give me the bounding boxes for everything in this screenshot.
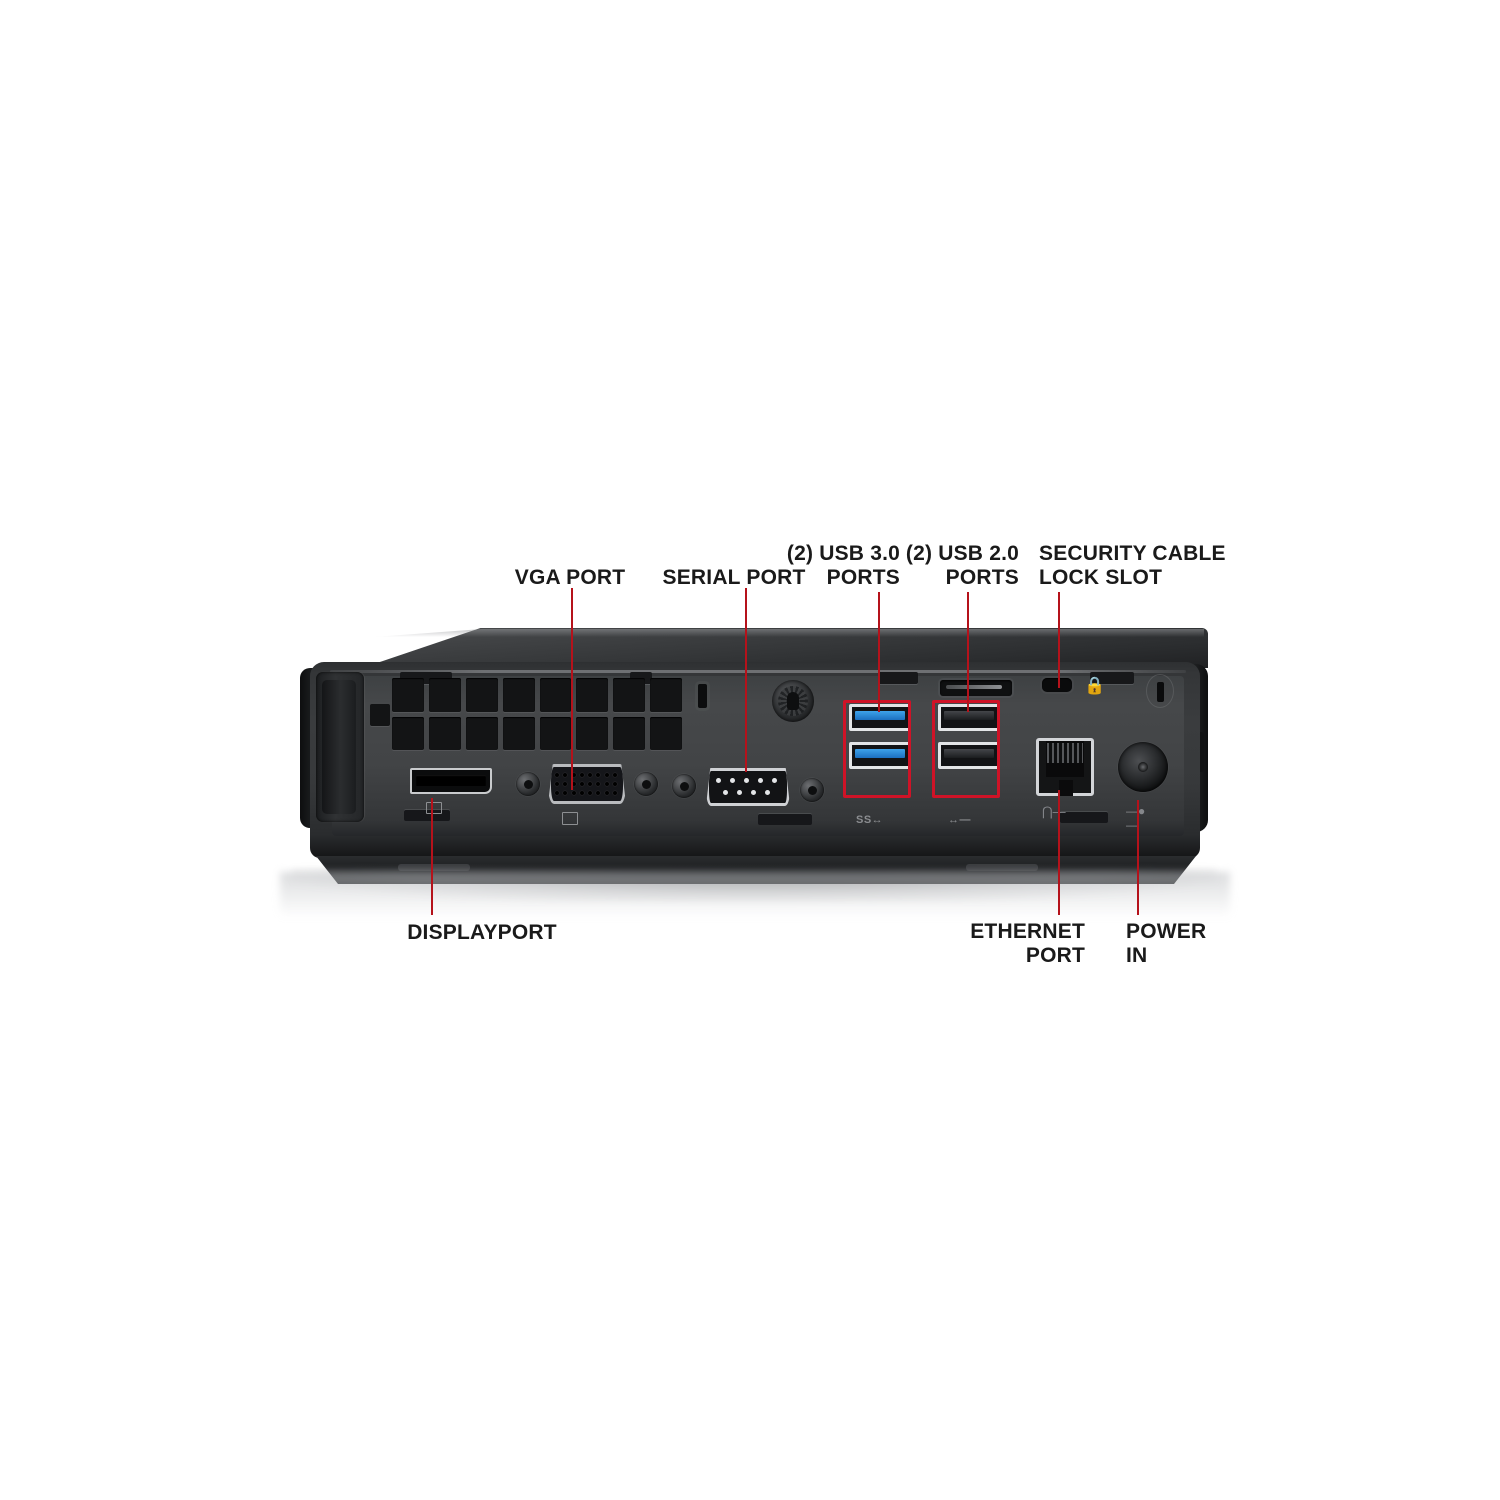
vent-cell [650,678,682,712]
callout-label-usb-3-ports: (2) USB 3.0 PORTS [786,542,900,589]
leader-line-vga [571,588,573,790]
padlock-icon: 🔒 [1084,676,1106,695]
vga-screw-left [516,772,540,796]
vent-cell [576,716,609,750]
usb-2-logo-icon: ↔— [948,814,971,826]
vent-cell [613,678,646,712]
vent-cell [650,716,682,750]
chassis-top-connector-slot [940,680,1012,696]
vent-cell [465,716,498,750]
serial-connector[interactable] [706,768,790,806]
displayport-slot [416,775,486,786]
chassis-side-grip-inner [322,680,356,814]
rj45-contacts [1047,743,1083,763]
vent-cell [428,716,461,750]
usb-3-logo-icon: SS↔ [856,814,884,826]
callout-label-ethernet-port: ETHERNET PORT [970,920,1085,967]
kensington-lock-hole[interactable] [1146,674,1174,708]
usb-3-port-bottom[interactable] [849,742,911,769]
callout-label-serial-port: SERIAL PORT [662,566,806,589]
serial-pins [714,776,782,798]
chassis-clip-b2 [758,814,812,825]
rj45-notch [1059,780,1073,796]
chassis-foot-right [966,864,1038,871]
chassis-top-highlight [374,629,1204,637]
vent-cell [502,678,535,712]
usb-2-port-bottom[interactable] [938,742,1000,769]
chassis-clip-b1 [404,810,450,821]
vga-icon [562,812,578,825]
vent-cell [539,716,572,750]
usb-3-highlight-box [843,700,911,798]
ventilation-grille [392,678,682,750]
leader-line-usb2 [967,592,969,712]
vga-pin-holes [553,770,619,798]
chassis-foot-left [398,864,470,871]
leader-line-displayport [431,798,433,915]
vga-screw-right [634,772,658,796]
leader-line-power [1137,800,1139,915]
callout-label-vga-port: VGA PORT [514,566,626,589]
usb-2-highlight-box [932,700,1000,798]
thumbscrew[interactable] [772,680,814,722]
ethernet-icon: ⋂― [1042,804,1066,819]
leader-line-lock-slot [1058,592,1060,688]
vent-cell-small [370,704,390,726]
vent-cell [465,678,498,712]
serial-screw-right [800,778,824,802]
serial-screw-left [672,774,696,798]
displayport-connector[interactable] [410,768,492,794]
device-rear-panel: SS↔ ↔— 🔒 ⋂― —●— [300,628,1208,860]
vent-cell [428,678,461,712]
callout-label-security-cable-lock-slot: SECURITY CABLE LOCK SLOT [1039,542,1226,589]
callout-label-displayport: DISPLAYPORT [407,921,557,944]
floor-reflection [280,872,1230,918]
chassis-face-seam [330,670,1186,673]
displayport-icon [426,802,442,814]
vent-cell [392,716,424,750]
chassis-clip-3 [878,672,918,684]
usb-3-port-top[interactable] [849,704,911,731]
vent-cell [502,716,535,750]
callout-label-usb-2-ports: (2) USB 2.0 PORTS [905,542,1019,589]
chassis-clip-b3 [1060,812,1108,823]
vent-cell [576,678,609,712]
vent-cell [539,678,572,712]
leader-line-ethernet [1058,790,1060,915]
usb-2-port-top[interactable] [938,704,1000,731]
chassis-side-grip [316,672,364,822]
power-in-icon: —●— [1126,804,1146,832]
power-in-jack[interactable] [1118,742,1168,792]
leader-line-usb3 [878,592,880,712]
chassis-slot-small [698,684,707,708]
usb-3-stack [849,704,911,780]
vent-cell [392,678,424,712]
usb-2-stack [938,704,1000,780]
callout-label-power-in: POWER IN [1126,920,1207,967]
chassis-clip-4 [1090,672,1134,684]
vent-cell [613,716,646,750]
security-cable-lock-slot[interactable] [1042,678,1072,692]
ethernet-rj45-port[interactable] [1036,738,1094,796]
leader-line-serial [745,588,747,772]
